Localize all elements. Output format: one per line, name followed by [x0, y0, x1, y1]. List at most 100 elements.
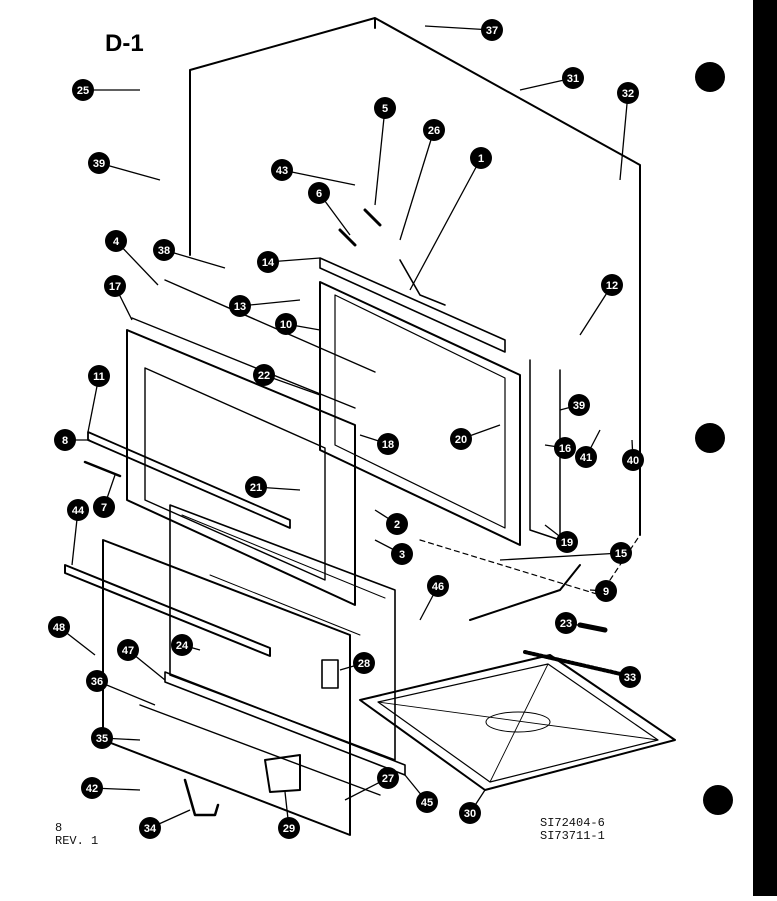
callout-number: 44	[72, 505, 85, 517]
callout-bubble	[568, 394, 590, 416]
callout-bubble	[88, 365, 110, 387]
callout-number: 16	[559, 443, 571, 455]
callout-number: 40	[627, 455, 639, 467]
drawing-code-1: SI72404-6	[540, 816, 605, 830]
callout-bubble	[88, 152, 110, 174]
callout-bubble	[271, 159, 293, 181]
callout-leader	[374, 107, 386, 206]
callout-bubble	[67, 499, 89, 521]
callout-number: 27	[382, 773, 394, 785]
door-latch	[183, 778, 220, 817]
callout-bubble	[171, 634, 193, 656]
callout-bubble	[257, 251, 279, 273]
callout-bubble	[555, 612, 577, 634]
callout-number: 6	[316, 188, 322, 200]
callout-bubble	[353, 652, 375, 674]
callout-bubble	[278, 817, 300, 839]
latch-block	[264, 754, 301, 793]
callout-number: 9	[603, 586, 609, 598]
callout-bubble	[391, 543, 413, 565]
callout-number: 32	[622, 88, 634, 100]
callout-number: 46	[432, 581, 444, 593]
callout-bubble	[245, 476, 267, 498]
callout-bubble	[423, 119, 445, 141]
callout-number: 31	[567, 73, 579, 85]
callout-bubble	[229, 295, 251, 317]
oven-liner-frame	[319, 281, 521, 546]
small-trim-piece	[83, 460, 122, 478]
callout-number: 8	[62, 435, 68, 447]
callout-number: 17	[109, 281, 121, 293]
callout-bubble	[556, 531, 578, 553]
callout-number: 25	[77, 85, 89, 97]
callout-number: 19	[561, 537, 573, 549]
callout-leader	[409, 157, 482, 291]
callout-leader	[424, 25, 493, 31]
callout-bubble	[72, 79, 94, 101]
callout-bubble	[54, 429, 76, 451]
callout-number: 39	[93, 158, 105, 170]
oven-liner-inner	[334, 294, 506, 529]
callout-bubble	[81, 777, 103, 799]
callout-bubble	[139, 817, 161, 839]
callout-number: 2	[394, 519, 400, 531]
callout-number: 42	[86, 783, 98, 795]
callout-bubble	[253, 364, 275, 386]
callout-bubble	[416, 791, 438, 813]
tray-diagonals	[377, 663, 659, 783]
wire-part	[399, 259, 446, 306]
callout-number: 24	[176, 640, 189, 652]
callout-number: 43	[276, 165, 288, 177]
callout-bubble	[117, 639, 139, 661]
callout-number: 12	[606, 280, 618, 292]
front-frame	[126, 329, 356, 606]
callout-number: 22	[258, 370, 270, 382]
callout-number: 26	[428, 125, 440, 137]
callout-number: 38	[158, 245, 170, 257]
callout-number: 3	[399, 549, 405, 561]
callout-bubble	[575, 446, 597, 468]
callout-bubble	[104, 275, 126, 297]
callout-bubble	[619, 666, 641, 688]
callout-number: 48	[53, 622, 65, 634]
callout-bubble	[601, 274, 623, 296]
callout-number: 30	[464, 808, 476, 820]
door-handle	[64, 564, 271, 657]
front-frame-opening	[144, 367, 326, 581]
binder-hole-2	[695, 423, 725, 453]
drawing-code-2: SI73711-1	[540, 829, 605, 843]
callout-bubble	[562, 67, 584, 89]
bracket-small	[338, 208, 382, 247]
callout-number: 39	[573, 400, 585, 412]
page-number: 8	[55, 821, 63, 835]
callout-number: 5	[382, 103, 388, 115]
callout-bubble	[86, 670, 108, 692]
callout-bubble	[450, 428, 472, 450]
label-plate	[321, 659, 339, 689]
callout-bubble	[427, 575, 449, 597]
door-lower-strip	[139, 704, 381, 796]
tray-center	[485, 711, 551, 733]
callout-leader	[281, 169, 356, 186]
callout-number: 36	[91, 676, 103, 688]
callout-bubble	[595, 580, 617, 602]
callout-number: 20	[455, 434, 467, 446]
callout-bubble	[105, 230, 127, 252]
diagram-title: D-1	[105, 30, 144, 57]
door-glass	[169, 504, 396, 761]
callout-number: 21	[250, 482, 262, 494]
trim-bar	[87, 431, 291, 529]
spring-part	[523, 650, 627, 677]
drip-tray-inner	[377, 663, 659, 783]
callout-bubble	[481, 19, 503, 41]
callout-bubble	[617, 82, 639, 104]
callout-number: 41	[580, 452, 592, 464]
callout-number: 23	[560, 618, 572, 630]
callout-number: 29	[283, 823, 295, 835]
scan-edge-bar	[753, 0, 777, 896]
callout-bubble	[610, 542, 632, 564]
callout-bubble	[459, 802, 481, 824]
callout-number: 33	[624, 672, 636, 684]
